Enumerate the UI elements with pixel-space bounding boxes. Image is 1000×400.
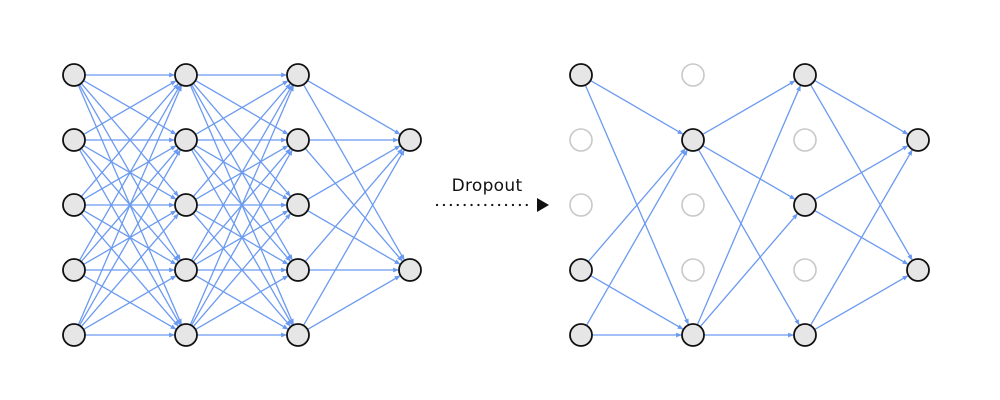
neuron [681,323,705,347]
dropped-neuron [793,128,817,152]
connection-arrow [190,149,293,326]
dropped-neuron [793,258,817,282]
connection-arrow [587,148,686,263]
full-network-neurons [62,63,422,347]
connection-arrow [189,85,295,326]
neuron [62,128,86,152]
connection-arrow [304,148,403,263]
neuron [398,258,422,282]
connection-arrow [192,83,291,198]
connection-arrow [814,145,909,201]
dropout-caption: Dropout [452,176,523,196]
connection-arrow [814,275,909,331]
full-network [62,63,422,347]
neuron [906,258,930,282]
connection-arrow [307,79,401,135]
dropout-network-connections [584,79,913,338]
dropped-neuron [569,128,593,152]
neuron [793,63,817,87]
dropped-neuron [569,193,593,217]
dropped-neuron [681,258,705,282]
neuron [174,258,198,282]
neuron [569,258,593,282]
neuron [174,323,198,347]
connection-arrow [195,80,289,136]
neuron [174,63,198,87]
connection-arrow [78,149,181,326]
neuron [62,193,86,217]
neuron [286,193,310,217]
connection-arrow [77,85,183,326]
connection-arrow [307,145,401,201]
connection-arrow [702,80,796,136]
neuron [569,63,593,87]
connection-arrow [809,149,913,326]
connection-arrow [585,149,688,326]
neuron [906,128,930,152]
neuron [174,193,198,217]
neuron [286,63,310,87]
connection-arrow [702,144,796,200]
connection-arrow [83,80,177,136]
full-network-connections [77,72,405,338]
connection-arrow [195,275,289,331]
neuron [569,323,593,347]
dropped-neuron [681,193,705,217]
connection-arrow [83,275,177,331]
neuron [793,193,817,217]
dropout-network [569,63,930,347]
neuron [793,323,817,347]
connection-arrow [80,213,179,328]
neuron [398,128,422,152]
neuron [286,323,310,347]
connection-arrow [190,84,293,261]
connection-arrow [699,213,798,328]
connection-arrow [307,275,401,331]
connection-arrow [192,213,291,328]
connection-arrow [80,83,179,198]
neuron [286,258,310,282]
connection-arrow [814,79,909,135]
connection-arrow [696,85,802,326]
neuron [681,128,705,152]
neuron [62,323,86,347]
connection-arrow [302,149,405,326]
arrow-head-icon [537,198,549,212]
neuron [62,258,86,282]
neuron [174,128,198,152]
neuron [286,128,310,152]
dropout-transition: Dropout [435,176,549,212]
connection-arrow [78,84,181,261]
connection-arrow [590,274,684,330]
neuron [62,63,86,87]
dropout-network-neurons [569,63,930,347]
connection-arrow [590,79,684,135]
dropped-neuron [681,63,705,87]
connection-arrow [697,149,800,326]
